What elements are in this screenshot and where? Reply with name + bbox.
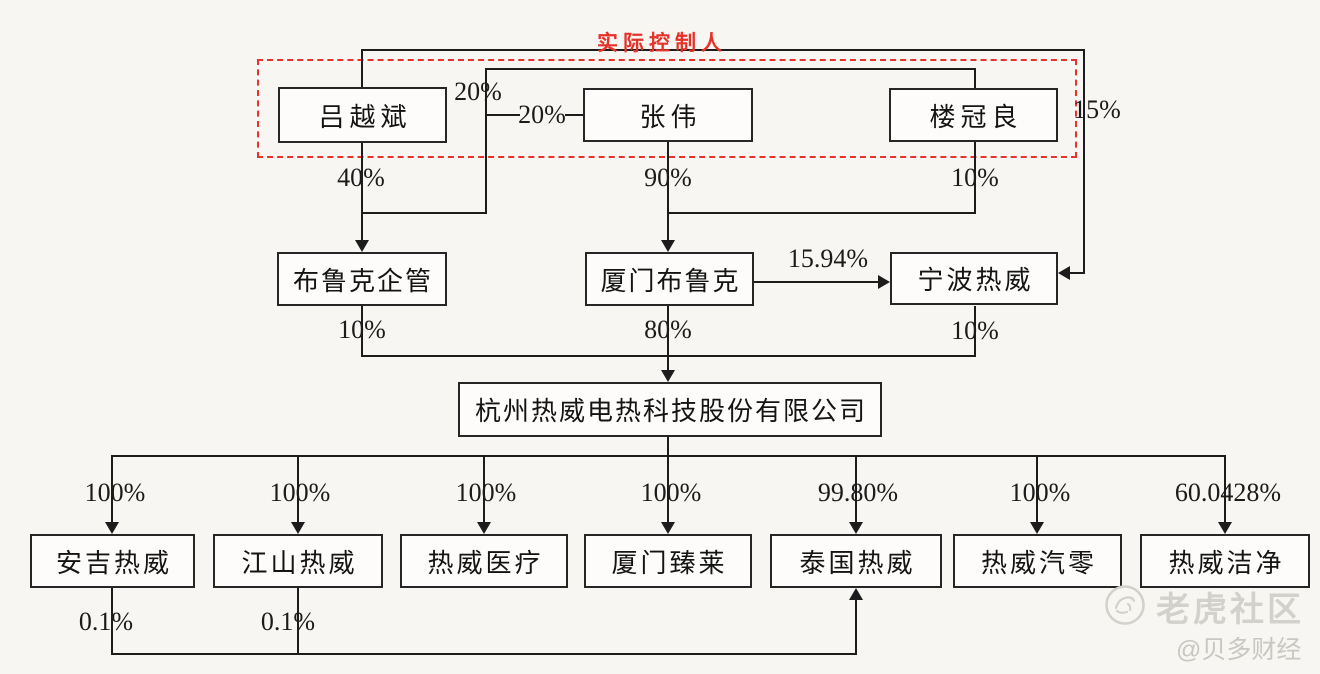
label-main-to-jiangshan: 100% (269, 478, 331, 507)
connector-zhang-90-drop (667, 142, 669, 241)
connector-up-to-taiguo (855, 600, 857, 655)
node-rewei-jiejing: 热威洁净 (1140, 534, 1310, 588)
label-bruke-to-main: 10% (338, 315, 386, 344)
watermark-author: @贝多财经 (1176, 636, 1302, 664)
label-main-to-taiguo: 99.80% (817, 478, 899, 507)
arrow-into-jiangshan (291, 522, 305, 534)
node-xiamen-zhenlai: 厦门臻莱 (584, 534, 752, 588)
node-rewei-yiliao: 热威医疗 (400, 534, 568, 588)
arrow-into-yiliao (477, 522, 491, 534)
connector-drop-jiejing (1224, 455, 1226, 523)
connector-lu-top-horizontal (361, 49, 1085, 51)
actual-controller-label: 实际控制人 (597, 32, 727, 55)
arrow-into-main-company (661, 370, 675, 382)
connector-drop-jiangshan (297, 455, 299, 523)
connector-zhang-20-right-segment (565, 114, 584, 116)
connector-drop-zhenlai (667, 455, 669, 523)
connector-jiangshan-01-drop (297, 588, 299, 655)
node-jiangshan-rewei: 江山热威 (213, 534, 383, 588)
connector-lou-top-horizontal (485, 68, 976, 70)
label-lu-to-bruke: 40% (337, 163, 385, 192)
label-jiangshan-to-taiguo: 0.1% (260, 607, 316, 636)
node-rewei-qiling: 热威汽零 (953, 534, 1122, 588)
connector-ningbo-10-drop (974, 306, 976, 356)
label-main-to-zhenlai: 100% (640, 478, 702, 507)
label-main-to-anji: 100% (84, 478, 146, 507)
label-main-to-jiejing: 60.0428% (1174, 478, 1282, 507)
node-main-company: 杭州热威电热科技股份有限公司 (458, 382, 882, 437)
connector-drop-taiguo (855, 455, 857, 523)
label-lou-to-bruke: 20% (454, 77, 502, 106)
node-bruke-qiguan: 布鲁克企管 (277, 252, 447, 306)
connector-drop-qiling (1036, 455, 1038, 523)
connector-xiamen-80-drop (667, 306, 669, 371)
connector-bus-to-lu-line (361, 212, 487, 214)
watermark-community: 老虎社区 (1156, 591, 1304, 629)
connector-lu-right-vertical (1083, 49, 1085, 273)
connector-lou-10-drop (974, 142, 976, 214)
label-zhang-to-xiamen: 90% (644, 163, 692, 192)
arrow-into-jiejing (1218, 522, 1232, 534)
tiger-logo-icon (1105, 585, 1145, 625)
connector-zhang-20-left-segment (485, 114, 520, 116)
connector-into-ningbo-right (1068, 272, 1085, 274)
label-lu-to-ningbo: 15% (1073, 95, 1121, 124)
connector-main-bottom-stub (667, 437, 669, 456)
connector-lu-top-stub (361, 49, 363, 87)
arrow-up-into-taiguo (849, 588, 863, 600)
connector-xiamen-to-ningbo (754, 281, 878, 283)
label-lou-to-xiamen: 10% (951, 163, 999, 192)
node-ningbo-rewei: 宁波热威 (890, 252, 1058, 305)
node-xiamen-bruke: 厦门布鲁克 (585, 252, 754, 306)
label-ningbo-to-main: 10% (951, 316, 999, 345)
label-xiamen-to-ningbo: 15.94% (787, 244, 869, 273)
connector-bus-vertical (485, 68, 487, 214)
label-zhang-to-bruke: 20% (518, 100, 566, 129)
arrow-into-bruke-qiguan (355, 240, 369, 252)
connector-drop-yiliao (483, 455, 485, 523)
arrow-into-ningbo-right (1058, 266, 1070, 280)
arrow-into-qiling (1030, 522, 1044, 534)
label-xiamen-to-main: 80% (644, 315, 692, 344)
label-main-to-yiliao: 100% (455, 478, 517, 507)
connector-bottom-horizontal (111, 653, 857, 655)
arrow-into-taiguo (849, 522, 863, 534)
node-lu-yue-bin: 吕越斌 (278, 87, 447, 143)
connector-anji-01-drop (111, 588, 113, 655)
connector-lou-top-stub (974, 68, 976, 88)
connector-lou-10-horizontal (667, 212, 976, 214)
label-anji-to-taiguo: 0.1% (78, 607, 134, 636)
connector-drop-anji (111, 455, 113, 523)
label-main-to-qiling: 100% (1009, 478, 1071, 507)
arrow-into-ningbo-left (878, 275, 890, 289)
arrow-into-anji (105, 522, 119, 534)
connector-bruke-10-drop (361, 306, 363, 356)
arrow-into-zhenlai (661, 522, 675, 534)
node-taiguo-rewei: 泰国热威 (770, 534, 942, 588)
connector-lu-40-drop (361, 143, 363, 241)
node-zhang-wei: 张伟 (583, 88, 753, 142)
arrow-into-xiamen-bruke (661, 240, 675, 252)
node-lou-guan-liang: 楼冠良 (889, 88, 1058, 142)
node-anji-rewei: 安吉热威 (30, 534, 195, 588)
